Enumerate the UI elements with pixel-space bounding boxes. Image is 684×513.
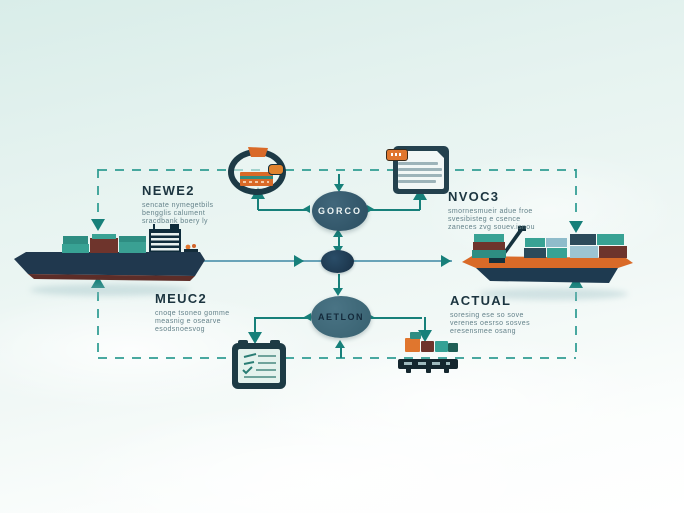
arrow-into-hub-bottom xyxy=(333,288,343,296)
label-subline: verenes oesrso sosves xyxy=(450,320,530,327)
hook-icon xyxy=(268,164,284,175)
document-fold xyxy=(435,149,446,160)
arrow-into-hub2-bottom xyxy=(335,340,345,348)
arrow-down-to-left-ship xyxy=(91,219,105,231)
label-title: NEWE2 xyxy=(142,183,195,198)
shipping-document-icon xyxy=(386,146,449,194)
document-tag-icon xyxy=(386,149,408,161)
hub-node-top: GORCO xyxy=(312,191,368,231)
cargo-ship-right xyxy=(460,222,635,289)
label-subline: sencate nymegetbils xyxy=(142,202,214,209)
clipboard-tab xyxy=(238,340,248,346)
checklist-marks xyxy=(242,353,276,378)
dashed-line-right-lower xyxy=(575,292,577,358)
trailer-base xyxy=(398,359,458,369)
crane-icon xyxy=(248,147,268,157)
hub-bottom-label: AETLON xyxy=(318,312,364,322)
ship-reflection xyxy=(478,288,628,300)
dashed-line-top xyxy=(98,169,576,171)
arrow-into-clipboard xyxy=(248,332,262,344)
cloud-shape xyxy=(60,400,580,513)
cargo-container-stack-icon xyxy=(398,332,460,373)
document-line xyxy=(398,180,436,183)
connector-topline-to-hub xyxy=(338,174,340,185)
label-subline: sracdbank boery ly xyxy=(142,218,208,225)
connector-bottomline-to-hub2 xyxy=(340,348,342,358)
document-line xyxy=(398,174,442,177)
label-title: MEUC2 xyxy=(155,291,208,306)
checklist-clipboard-icon xyxy=(232,340,286,389)
label-block-mid-right: ACTUAL soresing ese so sove verenes oesr… xyxy=(450,293,530,336)
arrow-into-hub-top xyxy=(334,184,344,192)
label-subline: soresing ese so sove xyxy=(450,312,524,319)
document-line xyxy=(398,162,438,165)
label-subline: bengglis calument xyxy=(142,210,206,217)
label-block-top-left: NEWE2 sencate nymegetbils bengglis calum… xyxy=(142,183,213,226)
stack-container-red xyxy=(421,341,434,352)
trailer-leg xyxy=(406,368,411,373)
label-subline: zaneces zvg souev.isnou xyxy=(448,224,535,231)
arrow-out-hub-right xyxy=(367,205,374,213)
label-subline: smornesmueir adue froe xyxy=(448,208,533,215)
trailer-dashes xyxy=(404,362,450,365)
hub-top-label: GORCO xyxy=(317,206,362,216)
connector-down-to-stack xyxy=(424,317,426,332)
arrow-into-stack xyxy=(418,330,432,342)
stack-container-teal xyxy=(435,341,448,352)
label-title: ACTUAL xyxy=(450,293,512,308)
label-title: NVOC3 xyxy=(448,189,500,204)
trailer-leg xyxy=(426,368,431,373)
hub-node-bottom: AETLON xyxy=(311,296,371,338)
arrow-out-hub-left xyxy=(303,205,310,213)
stack-container-teal2 xyxy=(410,332,421,339)
label-block-mid-left: MEUC2 cnoqe tsoneo gomme measnig e osear… xyxy=(155,291,230,334)
document-line xyxy=(398,168,442,171)
junction-node xyxy=(321,250,354,273)
trailer-leg xyxy=(444,368,449,373)
tag-dots xyxy=(391,153,401,156)
label-subline: cnoqe tsoneo gomme xyxy=(155,310,230,317)
container-crane-badge-icon xyxy=(228,147,286,195)
connector-down-to-clipboard xyxy=(254,317,256,334)
clipboard-tab xyxy=(270,340,280,346)
connector-node-hub-bottom xyxy=(338,274,340,290)
dashed-line-left-upper xyxy=(97,169,99,215)
label-subline: measnig e osearve xyxy=(155,318,221,325)
label-subline: svesibisteg e csence xyxy=(448,216,521,223)
arrow-into-hub-bottom-edge xyxy=(333,229,343,237)
arrow-right-mid-left xyxy=(294,255,304,267)
connector-hub-to-doc xyxy=(366,209,420,211)
connector-up-to-doc xyxy=(419,198,421,210)
label-subline: eresensmee osang xyxy=(450,328,516,335)
arrow-out-hub2-left xyxy=(304,313,311,321)
label-subline: esodsnoesvog xyxy=(155,326,205,333)
connector-up-to-crane xyxy=(257,197,259,210)
connector-hub2-to-clipboard xyxy=(256,317,310,319)
dashed-line-right-upper xyxy=(575,169,577,217)
arrow-right-mid-right xyxy=(441,255,451,267)
ship-reflection xyxy=(30,284,190,296)
stack-container-orange xyxy=(405,338,420,352)
connector-hub-node xyxy=(338,236,340,248)
arrow-down-to-right-ship xyxy=(569,221,583,233)
container-icon xyxy=(240,172,273,186)
connector-hub2-to-stack xyxy=(368,317,422,319)
stack-container-green xyxy=(448,343,458,352)
dashed-line-bottom xyxy=(98,357,576,359)
dashed-line-left-lower xyxy=(97,292,99,358)
cargo-ship-left xyxy=(12,224,207,286)
container-dots xyxy=(243,181,269,183)
container-stripe xyxy=(240,176,273,179)
connector-hub-to-crane xyxy=(258,209,310,211)
label-block-top-right: NVOC3 smornesmueir adue froe svesibisteg… xyxy=(448,189,535,232)
